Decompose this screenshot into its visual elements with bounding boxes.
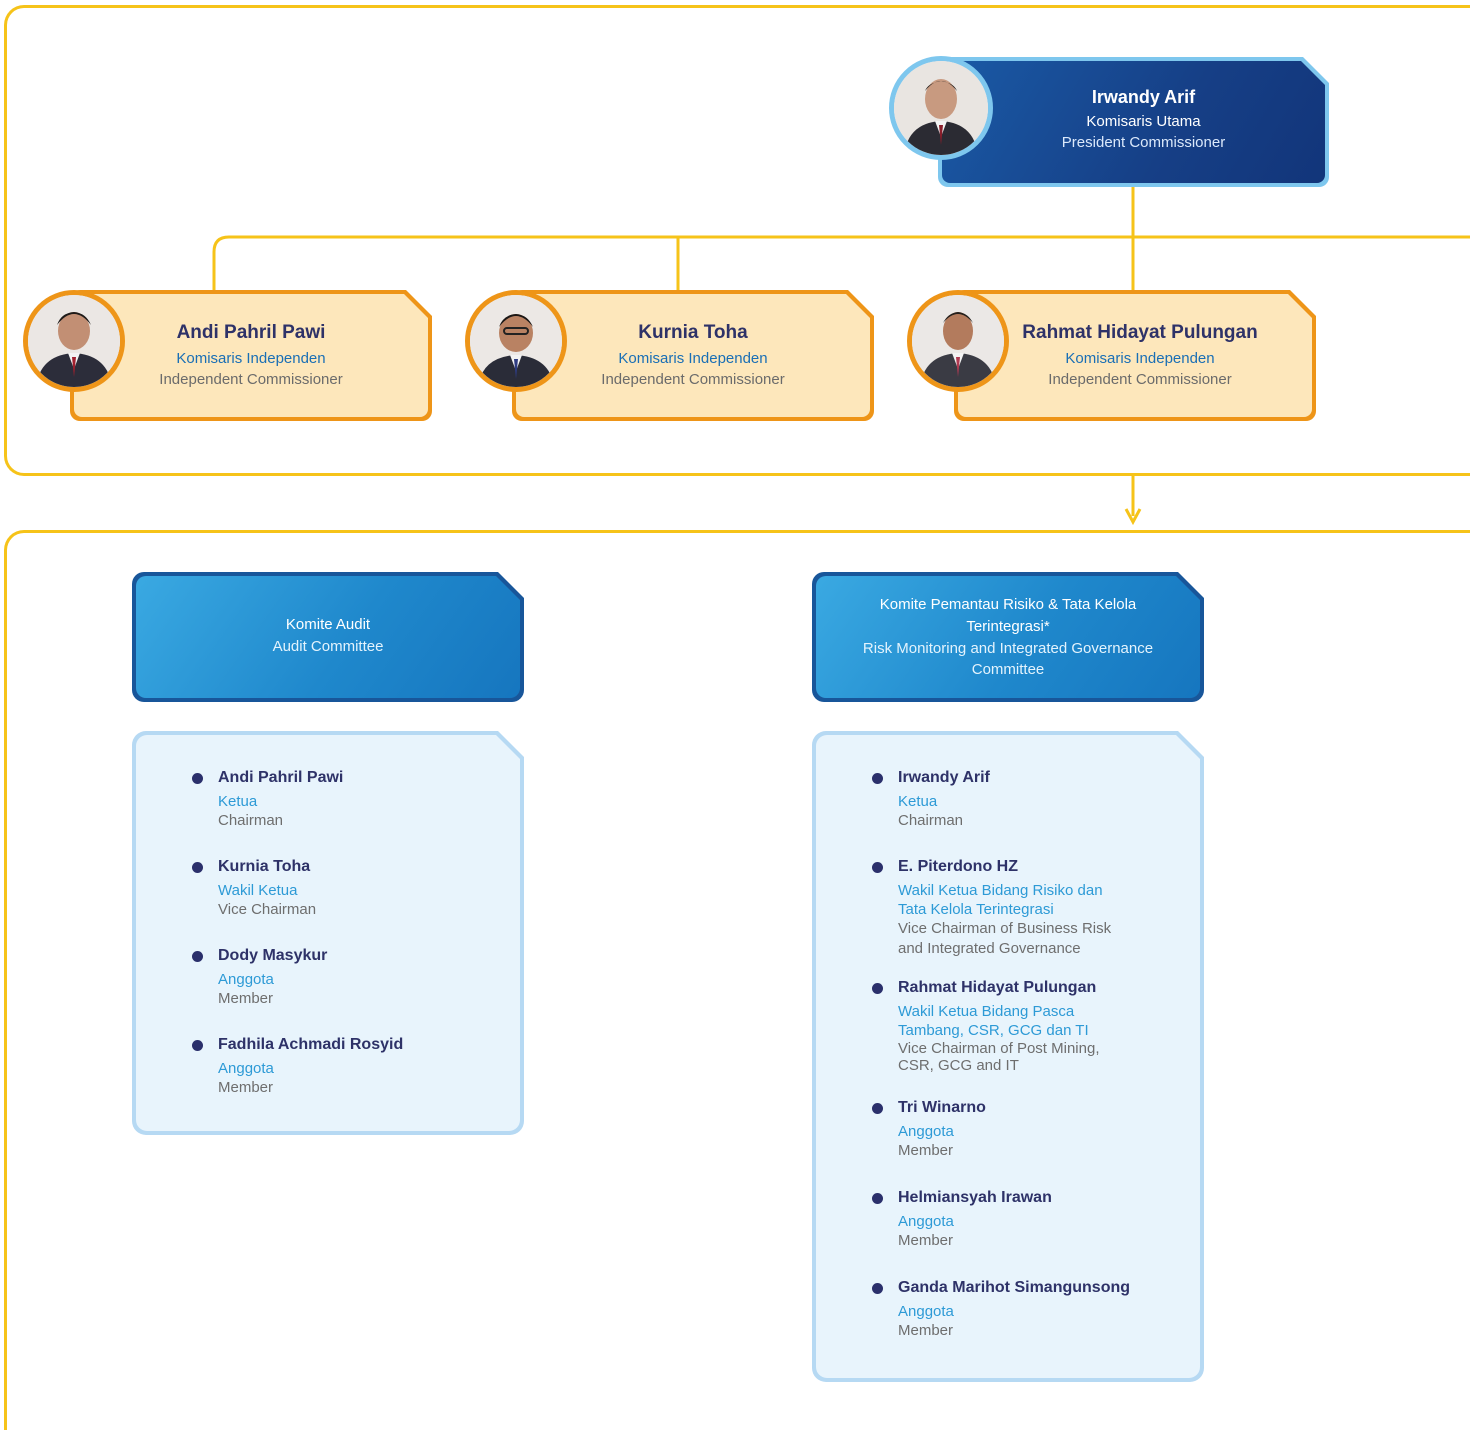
- committee-title-id: Komite Audit: [285, 616, 371, 633]
- commissioner-name: Kurnia Toha: [638, 322, 748, 343]
- member-name: Fadhila Achmadi Rosyid: [218, 1036, 404, 1053]
- member-name: Kurnia Toha: [218, 858, 311, 875]
- list-item: Ganda Marihot Simangunsong Anggota Membe…: [872, 1278, 1130, 1368]
- member-role-id: Anggota: [218, 971, 274, 988]
- bullet-icon: [192, 862, 203, 873]
- committee-title-id-line2: Terintegrasi*: [966, 618, 1050, 635]
- commissioner-photo-avatar-3: [907, 290, 1009, 392]
- committee-title-en-line1: Risk Monitoring and Integrated Governanc…: [862, 640, 1154, 657]
- member-role-en: Member: [898, 1142, 954, 1159]
- member-role-en: Chairman: [898, 812, 964, 829]
- bullet-icon: [192, 951, 203, 962]
- commissioner-role-en: Independent Commissioner: [159, 371, 343, 388]
- member-role-en: Member: [898, 1232, 954, 1249]
- down-arrow-head: [1124, 508, 1142, 526]
- commissioner-role-id: Komisaris Independen: [618, 350, 768, 367]
- board-of-commissioners-frame: [4, 5, 1470, 476]
- bullet-icon: [872, 1283, 883, 1294]
- president-name: Irwandy Arif: [1091, 87, 1196, 107]
- member-role-en-line2: and Integrated Governance: [898, 940, 1081, 957]
- member-role-en: Member: [898, 1322, 954, 1339]
- bullet-icon: [872, 773, 883, 784]
- member-name: Rahmat Hidayat Pulungan: [898, 979, 1097, 996]
- member-role-id-line2: Tambang, CSR, GCG dan TI: [898, 1022, 1089, 1039]
- member-name: Ganda Marihot Simangunsong: [898, 1279, 1131, 1296]
- list-item: Rahmat Hidayat Pulungan Wakil Ketua Bida…: [872, 978, 1130, 1098]
- commissioner-role-en: Independent Commissioner: [601, 371, 785, 388]
- member-name: Dody Masykur: [218, 947, 328, 964]
- audit-committee-members: Andi Pahril Pawi Ketua Chairman Kurnia T…: [132, 731, 524, 1135]
- commissioner-name: Andi Pahril Pawi: [176, 322, 326, 343]
- bullet-icon: [872, 1193, 883, 1204]
- member-role-id-line2: Tata Kelola Terintegrasi: [898, 901, 1054, 918]
- bullet-icon: [192, 1040, 203, 1051]
- audit-committee-card: Komite Audit Audit Committee: [132, 572, 524, 702]
- member-name: E. Piterdono HZ: [898, 858, 1018, 875]
- member-role-id-line1: Wakil Ketua Bidang Risiko dan: [898, 882, 1103, 899]
- list-item: Helmiansyah Irawan Anggota Member: [872, 1188, 1130, 1278]
- president-role-id: Komisaris Utama: [1086, 113, 1201, 130]
- risk-governance-committee-members: Irwandy Arif Ketua Chairman E. Piterdono…: [812, 731, 1204, 1382]
- member-role-en: Member: [218, 990, 274, 1007]
- list-item: Kurnia Toha Wakil Ketua Vice Chairman: [192, 857, 403, 946]
- commissioner-photo-avatar-1: [23, 290, 125, 392]
- commissioner-role-id: Komisaris Independen: [176, 350, 326, 367]
- bullet-icon: [872, 1103, 883, 1114]
- committee-title-id-line1: Komite Pemantau Risiko & Tata Kelola: [879, 596, 1137, 613]
- member-role-en-line2: CSR, GCG and IT: [898, 1057, 1019, 1074]
- member-role-id-line1: Wakil Ketua Bidang Pasca: [898, 1003, 1075, 1020]
- member-role-id: Wakil Ketua: [218, 882, 298, 899]
- member-role-id: Ketua: [218, 793, 258, 810]
- member-role-id: Anggota: [218, 1060, 274, 1077]
- commissioner-role-en: Independent Commissioner: [1048, 371, 1232, 388]
- bullet-icon: [872, 862, 883, 873]
- committees-frame: [4, 530, 1470, 1430]
- risk-governance-committee-card: Komite Pemantau Risiko & Tata Kelola Ter…: [812, 572, 1204, 702]
- president-role-en: President Commissioner: [1061, 134, 1226, 151]
- committee-title-en: Audit Committee: [272, 638, 384, 655]
- commissioner-card-1: Andi Pahril Pawi Komisaris Independen In…: [70, 290, 432, 421]
- member-name: Tri Winarno: [898, 1099, 986, 1116]
- member-name: Helmiansyah Irawan: [898, 1189, 1052, 1206]
- commissioner-photo-avatar-2: [465, 290, 567, 392]
- commissioner-name: Rahmat Hidayat Pulungan: [1022, 322, 1258, 343]
- member-role-id: Anggota: [898, 1303, 954, 1320]
- member-role-id: Anggota: [898, 1123, 954, 1140]
- bullet-icon: [192, 773, 203, 784]
- list-item: Tri Winarno Anggota Member: [872, 1098, 1130, 1188]
- commissioner-branch-line: [212, 235, 1470, 293]
- member-role-en: Chairman: [218, 812, 284, 829]
- list-item: Dody Masykur Anggota Member: [192, 946, 403, 1035]
- president-card: Irwandy Arif Komisaris Utama President C…: [938, 57, 1329, 187]
- commissioner-role-id: Komisaris Independen: [1065, 350, 1215, 367]
- list-item: Irwandy Arif Ketua Chairman: [872, 768, 1130, 857]
- committee-title-en-line2: Committee: [971, 661, 1045, 678]
- list-item: Fadhila Achmadi Rosyid Anggota Member: [192, 1035, 403, 1124]
- member-role-en-line1: Vice Chairman of Post Mining,: [898, 1040, 1100, 1057]
- member-role-id: Anggota: [898, 1213, 954, 1230]
- member-role-en-line1: Vice Chairman of Business Risk: [898, 920, 1112, 937]
- member-name: Irwandy Arif: [898, 769, 990, 786]
- member-role-id: Ketua: [898, 793, 938, 810]
- commissioner-card-3: Rahmat Hidayat Pulungan Komisaris Indepe…: [954, 290, 1316, 421]
- member-role-en: Member: [218, 1079, 274, 1096]
- list-item: E. Piterdono HZ Wakil Ketua Bidang Risik…: [872, 857, 1130, 978]
- commissioner-card-2: Kurnia Toha Komisaris Independen Indepen…: [512, 290, 874, 421]
- member-name: Andi Pahril Pawi: [218, 769, 344, 786]
- president-photo-avatar: [889, 56, 993, 160]
- bullet-icon: [872, 983, 883, 994]
- member-role-en: Vice Chairman: [218, 901, 317, 918]
- list-item: Andi Pahril Pawi Ketua Chairman: [192, 768, 403, 857]
